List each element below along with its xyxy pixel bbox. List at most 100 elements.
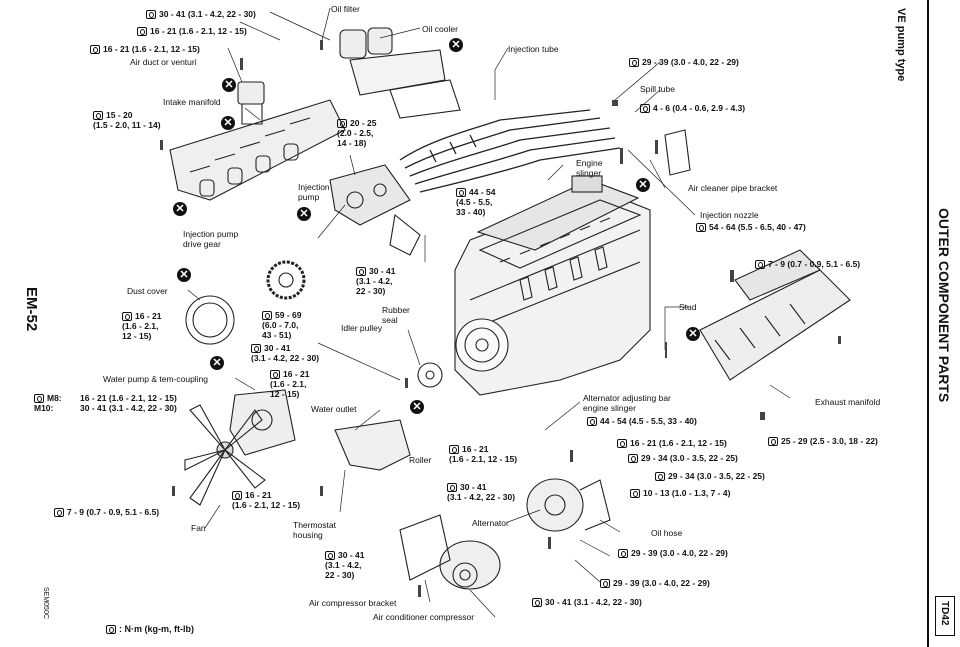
torque-icon	[640, 104, 650, 113]
label-injection-tube: Injection tube	[508, 44, 559, 54]
torque-icon	[587, 417, 597, 426]
torque-icon	[447, 483, 457, 492]
torque-spec: 16 - 21 (1.6 - 2.1, 12 - 15)	[270, 369, 310, 399]
torque-icon	[146, 10, 156, 19]
thermostat-housing-shape	[334, 419, 411, 471]
torque-spec: 10 - 13 (1.0 - 1.3, 7 - 4)	[630, 488, 730, 498]
leader-lines	[187, 7, 791, 618]
torque-spec: 30 - 41 (3.1 - 4.2, 22 - 30)	[447, 482, 516, 502]
label-water-pump: Water pump & tem-coupling	[103, 374, 209, 384]
replace-x-icon: ✕	[210, 356, 224, 370]
label-engine-slinger: Engine slinger	[576, 158, 603, 178]
torque-icon	[617, 439, 627, 448]
alternator-shape	[526, 478, 611, 532]
torque-icon	[270, 370, 280, 379]
torque-icon	[106, 625, 116, 634]
torque-icon	[337, 119, 347, 128]
label-air-duct: Air duct or venturi	[130, 57, 197, 67]
torque-spec: 30 - 41 (3.1 - 4.2, 22 - 30)	[325, 550, 365, 580]
water-pump-shape	[229, 389, 296, 456]
replace-x-icon: ✕	[173, 202, 187, 216]
label-oil-cooler: Oil cooler	[422, 24, 458, 34]
torque-icon	[768, 437, 778, 446]
label-water-outlet: Water outlet	[311, 404, 357, 414]
replace-x-icon: ✕	[222, 78, 236, 92]
section-title: OUTER COMPONENT PARTS	[936, 208, 952, 403]
label-idler-pulley: Idler pulley	[341, 323, 383, 333]
torque-spec: 59 - 69 (6.0 - 7.0, 43 - 51)	[262, 310, 302, 340]
label-air-comp-bracket: Air compressor bracket	[309, 598, 397, 608]
label-oil-filter: Oil filter	[331, 4, 360, 14]
torque-icon	[449, 445, 459, 454]
label-injection-nozzle: Injection nozzle	[700, 210, 759, 220]
torque-spec: 25 - 29 (2.5 - 3.0, 18 - 22)	[768, 436, 878, 446]
torque-spec: 15 - 20 (1.5 - 2.0, 11 - 14)	[93, 110, 161, 130]
torque-spec: 16 - 21 (1.6 - 2.1, 12 - 15) 30 - 41 (3.…	[80, 393, 177, 413]
label-thermostat-housing: Thermostat housing	[293, 520, 336, 540]
label-spill-tube: Spill tube	[640, 84, 675, 94]
compressor-bracket-shape	[399, 514, 451, 581]
dust-cover-shape	[185, 295, 235, 345]
torque-icon	[93, 111, 103, 120]
label-injection-pump: Injection pump	[298, 182, 330, 202]
fan-shape	[184, 404, 266, 506]
model-box: TD42	[935, 596, 955, 636]
air-duct-shape	[237, 81, 265, 105]
engine-block	[454, 175, 651, 396]
torque-spec: 44 - 54 (4.5 - 5.5, 33 - 40)	[456, 187, 496, 217]
label-alternator: Alternator	[472, 518, 509, 528]
torque-spec: 20 - 25 (2.0 - 2.5, 14 - 18)	[337, 118, 377, 148]
torque-icon	[618, 549, 628, 558]
label-drive-gear: Injection pump drive gear	[183, 229, 239, 249]
vertical-rule	[927, 0, 929, 647]
torque-spec: 16 - 21 (1.6 - 2.1, 12 - 15)	[449, 444, 518, 464]
torque-spec: 16 - 21 (1.6 - 2.1, 12 - 15)	[617, 438, 727, 448]
torque-icon	[262, 311, 272, 320]
label-fan: Fan	[191, 523, 206, 533]
torque-icon	[628, 454, 638, 463]
torque-spec: 4 - 6 (0.4 - 0.6, 2.9 - 4.3)	[640, 103, 745, 113]
torque-icon	[655, 472, 665, 481]
replace-x-icon: ✕	[221, 116, 235, 130]
torque-spec: 16 - 21 (1.6 - 2.1, 12 - 15)	[122, 311, 162, 341]
ac-compressor-shape	[439, 540, 501, 590]
label-ac-compressor: Air conditioner compressor	[373, 612, 475, 622]
torque-icon	[325, 551, 335, 560]
torque-spec: 54 - 64 (5.5 - 6.5, 40 - 47)	[696, 222, 806, 232]
label-intake-manifold: Intake manifold	[163, 97, 221, 107]
torque-icon	[629, 58, 639, 67]
label-alt-adjusting-bar: Alternator adjusting bar engine slinger	[583, 393, 671, 413]
replace-x-icon: ✕	[636, 178, 650, 192]
torque-spec: M8: M10:	[34, 393, 62, 413]
torque-spec: 30 - 41 (3.1 - 4.2, 22 - 30)	[251, 343, 320, 363]
torque-icon	[34, 394, 44, 403]
torque-icon	[356, 267, 366, 276]
torque-spec: 30 - 41 (3.1 - 4.2, 22 - 30)	[532, 597, 642, 607]
torque-icon	[630, 489, 640, 498]
intake-manifold	[169, 99, 346, 201]
oil-filter-shape	[339, 27, 461, 119]
page-number: EM-52	[23, 287, 40, 332]
figure-ref: SEM050C	[42, 587, 49, 619]
torque-icon	[600, 579, 610, 588]
replace-x-icon: ✕	[297, 207, 311, 221]
torque-icon	[122, 312, 132, 321]
torque-spec: 7 - 9 (0.7 - 0.9, 5.1 - 6.5)	[755, 259, 860, 269]
label-exhaust-manifold: Exhaust manifold	[815, 397, 881, 407]
bolts	[160, 40, 841, 597]
torque-spec: 7 - 9 (0.7 - 0.9, 5.1 - 6.5)	[54, 507, 159, 517]
label-dust-cover: Dust cover	[127, 286, 168, 296]
torque-spec: 29 - 39 (3.0 - 4.0, 22 - 29)	[600, 578, 710, 588]
torque-icon	[755, 260, 765, 269]
torque-icon	[251, 344, 261, 353]
air-cleaner-bracket-shape	[664, 129, 691, 176]
injection-pump-shape	[329, 164, 421, 256]
replace-x-icon: ✕	[449, 38, 463, 52]
torque-icon	[90, 45, 100, 54]
label-oil-hose: Oil hose	[651, 528, 683, 538]
torque-spec: 29 - 39 (3.0 - 4.0, 22 - 29)	[629, 57, 739, 67]
torque-spec: 29 - 34 (3.0 - 3.5, 22 - 25)	[655, 471, 765, 481]
label-stud: Stud	[679, 302, 697, 312]
